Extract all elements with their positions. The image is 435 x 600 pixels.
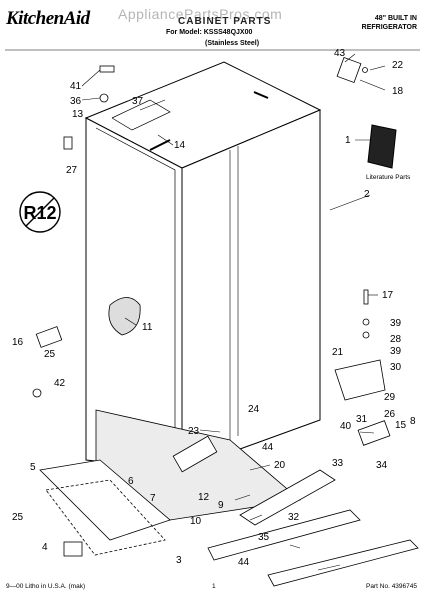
callout-41: 41 — [70, 81, 82, 92]
callout-25a: 25 — [44, 349, 56, 360]
lower-hinge-bracket — [239, 469, 336, 526]
callout-9: 9 — [218, 500, 224, 511]
callout-2: 2 — [364, 189, 370, 200]
page-title: CABINET PARTS — [178, 16, 272, 27]
left-small-parts — [32, 65, 141, 557]
callout-37: 37 — [132, 96, 144, 107]
callout-42: 42 — [54, 378, 66, 389]
callout-27: 27 — [66, 165, 78, 176]
literature-label: Literature Parts — [366, 174, 411, 181]
leveler — [32, 388, 42, 398]
callout-13: 13 — [72, 109, 84, 120]
callout-33: 33 — [332, 458, 344, 469]
callout-44b: 44 — [238, 557, 250, 568]
top-bracket — [336, 57, 362, 83]
grille-bar — [207, 509, 361, 561]
caster-4 — [63, 541, 83, 557]
upper-hinge — [334, 359, 386, 401]
callout-20: 20 — [274, 460, 286, 471]
callout-26: 26 — [384, 409, 396, 420]
footer-part-number: Part No. 4396745 — [366, 583, 417, 590]
cabinet-inner-edge — [95, 127, 176, 455]
top-clip — [253, 91, 269, 99]
light-shield — [108, 297, 141, 336]
hinge-shaft — [363, 289, 369, 305]
model-line: For Model: KSSS48QJX00 — [166, 29, 253, 36]
bracket-screw — [362, 67, 368, 73]
hinge-washer — [362, 331, 370, 339]
base-tray — [39, 459, 171, 541]
callout-23: 23 — [188, 426, 200, 437]
pump-housing — [172, 435, 218, 473]
callout-36: 36 — [70, 96, 82, 107]
callout-3: 3 — [176, 555, 182, 566]
base-shadow — [95, 409, 301, 521]
callout-16: 16 — [12, 337, 24, 348]
cabinet-body — [84, 61, 322, 471]
callout-29: 29 — [384, 392, 396, 403]
toe-grille — [267, 539, 419, 587]
product-line-1: 48" BUILT IN — [374, 15, 417, 22]
callout-24: 24 — [248, 404, 260, 415]
top-wiring — [111, 99, 171, 131]
callout-21: 21 — [332, 347, 344, 358]
base-assembly — [39, 409, 419, 587]
callout-44a: 44 — [262, 442, 274, 453]
brand-logo: KitchenAid — [6, 8, 90, 29]
leader-lines — [81, 53, 386, 571]
hinge-parts — [334, 57, 391, 446]
callout-10: 10 — [190, 516, 202, 527]
literature-book — [367, 124, 397, 169]
callout-39b: 39 — [390, 346, 402, 357]
watermark: AppliancePartsPros.com — [118, 6, 283, 22]
callout-40: 40 — [340, 421, 352, 432]
callout-30: 30 — [390, 362, 402, 373]
callout-28: 28 — [390, 334, 402, 345]
screw-36 — [99, 93, 109, 103]
callout-14: 14 — [174, 140, 186, 151]
r12-badge: R12 — [19, 191, 61, 233]
product-label: 48" BUILT IN REFRIGERATOR — [362, 14, 417, 32]
callout-12: 12 — [198, 492, 210, 503]
callout-1: 1 — [345, 135, 351, 146]
callout-25b: 25 — [12, 512, 24, 523]
product-line-2: REFRIGERATOR — [361, 24, 417, 31]
bracket-41 — [99, 65, 115, 73]
callout-5: 5 — [30, 462, 36, 473]
callout-7: 7 — [150, 493, 156, 504]
clip-27 — [63, 136, 73, 150]
callout-6: 6 — [128, 476, 134, 487]
callout-39a: 39 — [390, 318, 402, 329]
hinge-cover — [35, 326, 63, 348]
callout-11: 11 — [142, 322, 153, 333]
callout-8: 8 — [410, 416, 416, 427]
callout-22: 22 — [392, 60, 404, 71]
cabinet-side — [181, 109, 321, 471]
r12-text: R12 — [23, 203, 56, 223]
callouts: 43 22 18 41 36 37 13 14 27 1 2 17 39 28 … — [12, 48, 416, 568]
callout-31: 31 — [356, 414, 368, 425]
callout-17: 17 — [382, 290, 394, 301]
callout-34: 34 — [376, 460, 388, 471]
finish-line: (Stainless Steel) — [205, 40, 260, 47]
callout-15: 15 — [395, 420, 407, 431]
callout-32: 32 — [288, 512, 300, 523]
callout-43: 43 — [334, 48, 346, 59]
base-dashed-box — [45, 479, 166, 556]
callout-18: 18 — [392, 86, 404, 97]
footer-page-number: 1 — [212, 583, 216, 590]
footer-print-info: 9—00 Litho in U.S.A. (mak) — [6, 583, 86, 590]
top-rail — [149, 139, 171, 151]
callout-4: 4 — [42, 542, 48, 553]
hinge-pin — [362, 318, 370, 326]
callout-35: 35 — [258, 532, 270, 543]
